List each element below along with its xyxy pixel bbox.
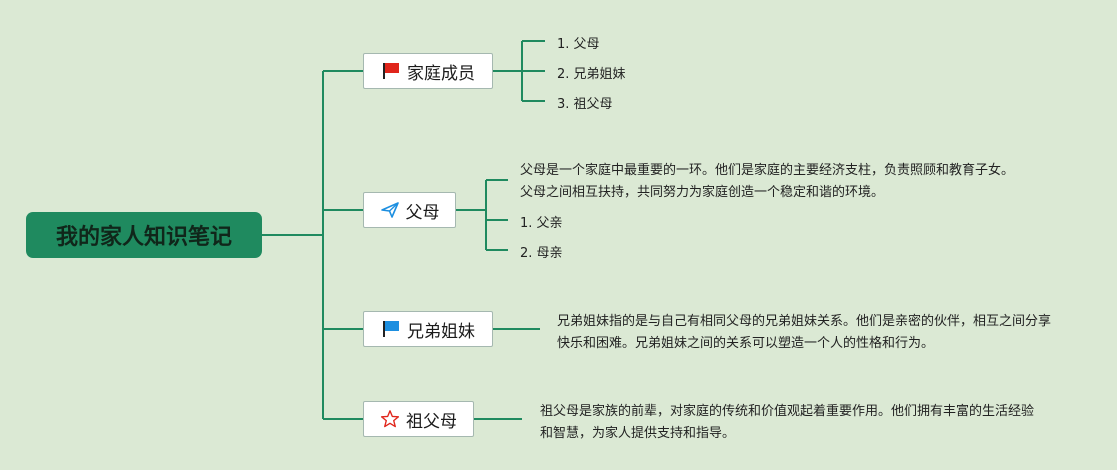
blue-flag-icon — [381, 319, 401, 339]
branch-family-members[interactable]: 家庭成员 — [363, 53, 493, 89]
paper-plane-icon — [380, 200, 400, 220]
branch-parents[interactable]: 父母 — [363, 192, 456, 228]
branch-description: 兄弟姐妹指的是与自己有相同父母的兄弟姐妹关系。他们是亲密的伙伴，相互之间分享快乐… — [557, 314, 1052, 351]
branch-description: 祖父母是家族的前辈，对家庭的传统和价值观起着重要作用。他们拥有丰富的生活经验和智… — [540, 404, 1035, 441]
branch-grandparents[interactable]: 祖父母 — [363, 401, 474, 437]
branch-label: 父母 — [405, 202, 440, 223]
list-item[interactable]: 3. 祖父母 — [557, 97, 613, 112]
branch-label: 祖父母 — [406, 411, 457, 432]
list-item[interactable]: 1. 父亲 — [520, 216, 563, 231]
red-flag-icon — [381, 61, 401, 81]
root-topic[interactable]: 我的家人知识笔记 — [26, 212, 262, 258]
branch-label: 家庭成员 — [407, 63, 475, 84]
list-item[interactable]: 1. 父母 — [557, 37, 600, 52]
branch-siblings[interactable]: 兄弟姐妹 — [363, 311, 493, 347]
list-item[interactable]: 2. 母亲 — [520, 246, 563, 261]
branch-label: 兄弟姐妹 — [407, 321, 475, 342]
star-outline-icon — [380, 409, 400, 429]
branch-description: 父母是一个家庭中最重要的一环。他们是家庭的主要经济支柱，负责照顾和教育子女。父母… — [520, 163, 1015, 200]
list-item[interactable]: 2. 兄弟姐妹 — [557, 67, 626, 82]
